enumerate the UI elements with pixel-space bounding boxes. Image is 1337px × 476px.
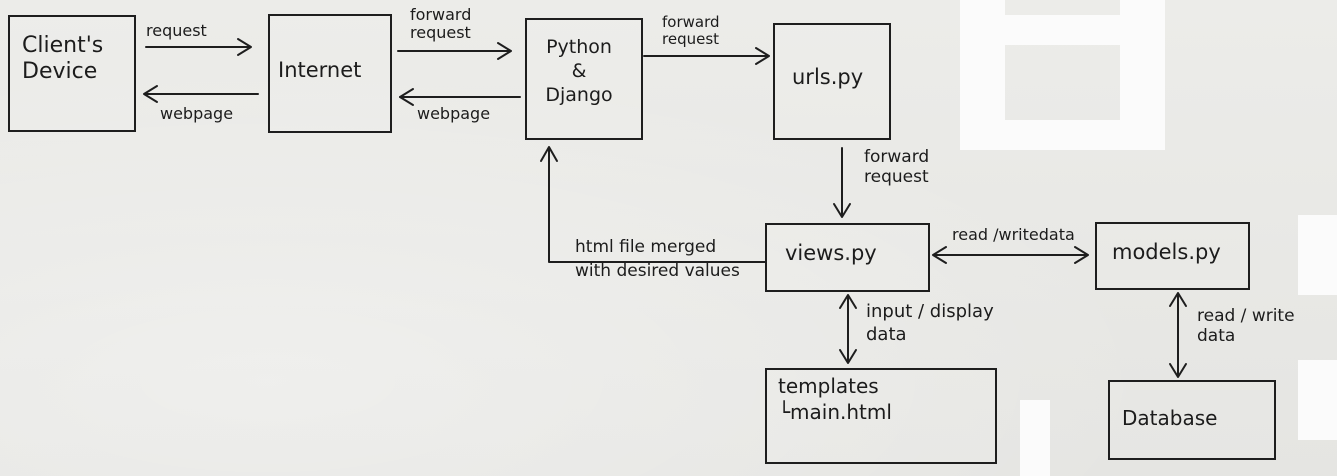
arrowhead-html-merged [540, 146, 558, 162]
request-label: request [146, 21, 207, 40]
python-django-box [525, 18, 643, 140]
forward-request-label-1: forward request [410, 5, 472, 43]
read-write-data-label-2: read / write data [1197, 306, 1295, 347]
forward-request-label-2: forward request [662, 13, 720, 49]
models-box [1095, 222, 1250, 290]
views-label: views.py [785, 241, 877, 265]
paper-patch [1298, 215, 1337, 295]
arrowhead-read-write-2a [1169, 292, 1187, 307]
arrowhead-read-write-2b [1169, 363, 1187, 378]
arrowhead-input-display-b [839, 349, 857, 364]
urls-label: urls.py [792, 65, 864, 89]
urls-box [773, 23, 891, 140]
internet-label: Internet [278, 58, 362, 82]
webpage-label-1: webpage [160, 104, 234, 123]
client-device-label: Client's Device [22, 33, 104, 85]
arrowhead-webpage-2 [399, 88, 414, 106]
arrowhead-forward-request-1 [497, 42, 512, 60]
templates-label: templates └main.html [778, 374, 892, 424]
arrowhead-webpage-1 [143, 85, 158, 103]
arrowhead-request [237, 38, 252, 56]
templates-box [765, 368, 997, 464]
arrowhead-read-write-1a [932, 246, 947, 264]
read-write-data-label-1: read /writedata [952, 225, 1075, 244]
views-box [765, 223, 930, 292]
paper-patch [1298, 360, 1337, 440]
arrowhead-input-display-a [839, 294, 857, 309]
paper-patch [960, 15, 1165, 45]
python-django-label: Python & Django [545, 36, 613, 106]
database-label: Database [1122, 406, 1218, 430]
webpage-label-2: webpage [417, 104, 491, 123]
arrowhead-forward-request-2 [755, 47, 770, 65]
forward-request-label-3: forward request [864, 147, 930, 187]
client-device-box [8, 15, 136, 132]
models-label: models.py [1112, 240, 1221, 264]
paper-patch [1020, 400, 1050, 476]
input-display-data-label: input / display data [866, 301, 994, 346]
arrow-html-merged [548, 147, 766, 263]
internet-box [268, 14, 392, 133]
html-file-merged-label: html file merged with desired values [575, 237, 740, 281]
database-box [1108, 380, 1276, 460]
arrowhead-forward-request-3 [833, 203, 851, 218]
paper-patch [960, 120, 1165, 150]
arrowhead-read-write-1b [1074, 246, 1089, 264]
